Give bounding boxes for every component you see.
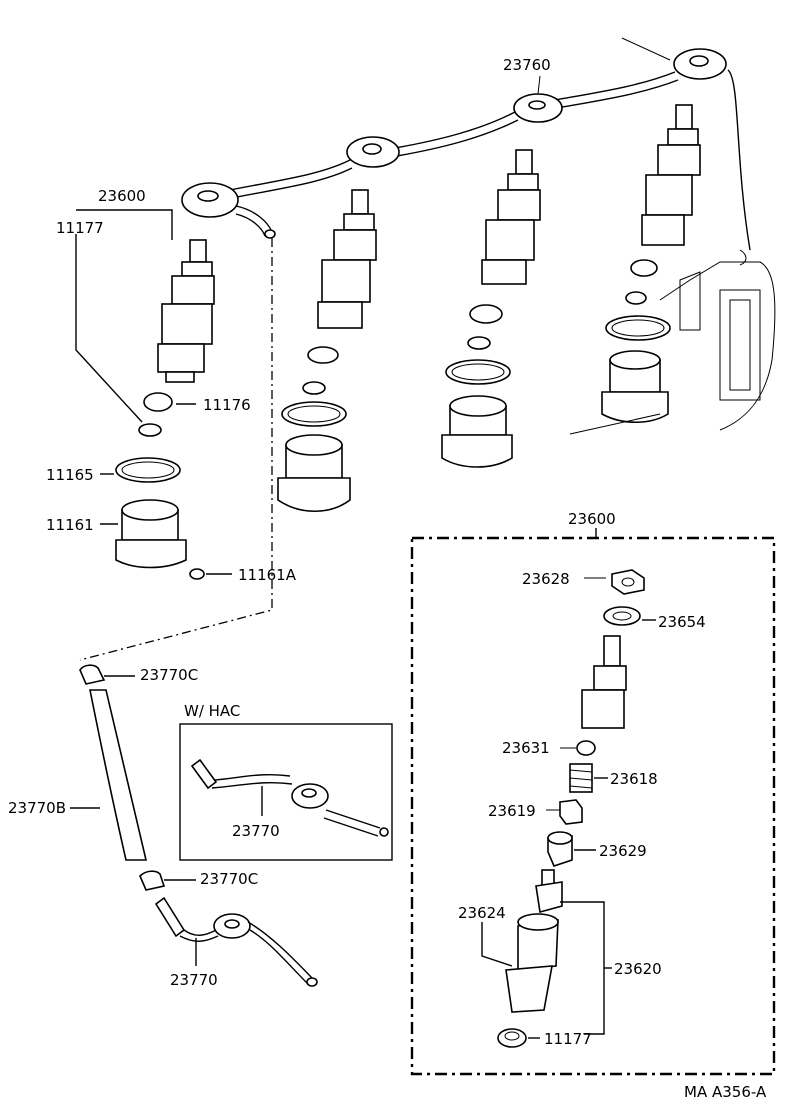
label-23629: 23629 <box>599 842 647 860</box>
leak-off-pipe <box>181 37 751 251</box>
label-23631: 23631 <box>502 739 550 757</box>
label-11161A: 11161A <box>238 566 297 584</box>
left-callout-bracket <box>75 209 232 575</box>
label-23770-bottom: 23770 <box>170 971 218 989</box>
label-23618: 23618 <box>610 770 658 788</box>
label-23628: 23628 <box>522 570 570 588</box>
hac-box <box>179 723 393 861</box>
label-23770-hac: 23770 <box>232 822 280 840</box>
label-11177-bottom: 11177 <box>544 1030 592 1048</box>
seat-set-4 <box>569 259 671 435</box>
label-hac: W/ HAC <box>184 702 240 720</box>
hose-assembly <box>70 664 318 987</box>
exploded-box <box>410 528 776 1076</box>
label-23600-left: 23600 <box>98 187 146 205</box>
label-23770C-bottom: 23770C <box>200 870 258 888</box>
nozzle-holder-4 <box>641 104 701 246</box>
label-23760: 23760 <box>503 56 551 74</box>
label-23620: 23620 <box>614 960 662 978</box>
label-23654: 23654 <box>658 613 706 631</box>
label-11161: 11161 <box>46 516 94 534</box>
label-23624: 23624 <box>458 904 506 922</box>
pipe-top-leader <box>537 75 541 95</box>
label-23770C-top: 23770C <box>140 666 198 684</box>
seat-set-1 <box>115 392 205 580</box>
seat-set-2 <box>277 346 351 513</box>
cylinder-head-fragment <box>659 249 776 431</box>
label-11165: 11165 <box>46 466 94 484</box>
nozzle-holder-2 <box>317 189 377 329</box>
nozzle-holder-1 <box>157 239 215 383</box>
label-23619: 23619 <box>488 802 536 820</box>
label-23600-box: 23600 <box>568 510 616 528</box>
nozzle-holder-3 <box>481 149 541 285</box>
label-11177-left: 11177 <box>56 219 104 237</box>
label-11176: 11176 <box>203 396 251 414</box>
figure-code: MA A356-A <box>684 1083 767 1101</box>
seat-set-3 <box>441 304 513 468</box>
label-23770B: 23770B <box>8 799 66 817</box>
